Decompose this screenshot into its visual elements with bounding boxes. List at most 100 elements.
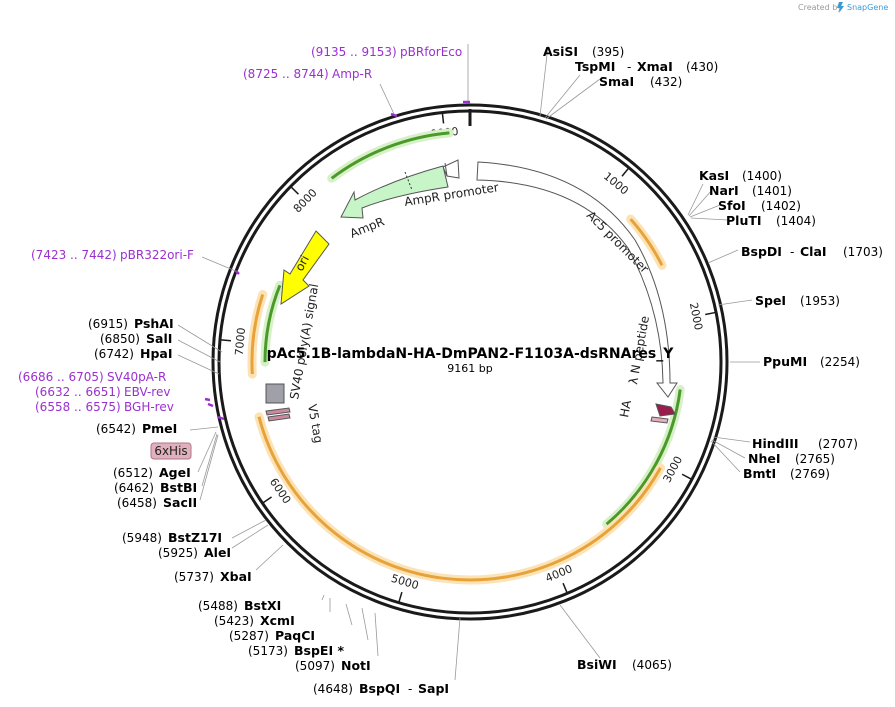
svg-text:(8725 .. 8744): (8725 .. 8744) bbox=[243, 67, 329, 81]
site-alei[interactable]: (5925)AleI bbox=[158, 545, 231, 560]
svg-text:BspDI: BspDI bbox=[741, 244, 782, 259]
site-bstxi[interactable]: (5488)BstXI bbox=[198, 598, 281, 613]
leader-line bbox=[687, 183, 704, 216]
site-tspmi-xmai[interactable]: TspMI-XmaI(430) bbox=[575, 59, 718, 74]
leader-line bbox=[717, 299, 753, 306]
svg-text:(6542): (6542) bbox=[96, 422, 136, 436]
primer-sv40pa-r[interactable]: (6686 .. 6705) SV40pA-R bbox=[18, 370, 166, 384]
sv40-polya-box[interactable] bbox=[265, 383, 285, 404]
site-spei[interactable]: SpeI(1953) bbox=[755, 293, 840, 308]
tick-label: 1000 bbox=[601, 170, 631, 198]
site-smai[interactable]: SmaI(432) bbox=[599, 74, 682, 89]
site-sacii[interactable]: (6458)SacII bbox=[117, 495, 197, 510]
site-sfoi[interactable]: SfoI(1402) bbox=[718, 198, 801, 213]
svg-text:(5097): (5097) bbox=[295, 659, 335, 673]
site-bstbi[interactable]: (6462) BstBI bbox=[114, 480, 197, 495]
backbone-outer bbox=[211, 103, 729, 621]
svg-text:ClaI: ClaI bbox=[800, 244, 827, 259]
site-pluti[interactable]: PluTI(1404) bbox=[726, 213, 816, 228]
svg-text:pBR322ori-F: pBR322ori-F bbox=[120, 248, 194, 262]
svg-text:PaqCI: PaqCI bbox=[275, 628, 315, 643]
svg-text:BstBI: BstBI bbox=[160, 480, 197, 495]
svg-text:(5423): (5423) bbox=[214, 614, 254, 628]
site-bspei[interactable]: (5173)BspEI * bbox=[248, 643, 344, 658]
ori-arrow[interactable] bbox=[280, 230, 330, 305]
svg-text:PluTI: PluTI bbox=[726, 213, 762, 228]
svg-text:(6742): (6742) bbox=[94, 347, 134, 361]
ha-label: HA bbox=[617, 398, 634, 418]
orf-arc-bottom[interactable] bbox=[257, 416, 662, 582]
site-xbai[interactable]: (5737)XbaI bbox=[174, 569, 252, 584]
leader-line bbox=[545, 78, 601, 120]
svg-text:(6915): (6915) bbox=[88, 317, 128, 331]
primer-pbrforeco[interactable]: (9135 .. 9153) pBRforEco bbox=[311, 45, 462, 59]
primer-ebv-rev[interactable]: (6632 .. 6651) EBV-rev bbox=[35, 385, 170, 399]
svg-text:AgeI: AgeI bbox=[159, 465, 191, 480]
leader-line bbox=[711, 439, 746, 459]
site-sali[interactable]: (6850)SalI bbox=[100, 331, 172, 346]
leader-line bbox=[201, 433, 218, 487]
primer-pbr322ori-f[interactable]: (7423 .. 7442) pBR322ori-F bbox=[31, 248, 194, 262]
svg-text:(6686 .. 6705): (6686 .. 6705) bbox=[18, 370, 104, 384]
svg-text:-: - bbox=[790, 245, 794, 259]
ac5-promoter-arrow[interactable] bbox=[476, 161, 678, 398]
svg-text:(1401): (1401) bbox=[752, 184, 792, 198]
site-hpai[interactable]: (6742)HpaI bbox=[94, 346, 173, 361]
primer-mark bbox=[217, 415, 225, 421]
svg-text:SacII: SacII bbox=[163, 495, 197, 510]
svg-text:(5737): (5737) bbox=[174, 570, 214, 584]
orf-arc-right-top[interactable] bbox=[629, 218, 664, 266]
site-bspqi-sapi[interactable]: (4648)BspQI-SapI bbox=[313, 681, 449, 696]
orf-arc-left-orange[interactable] bbox=[250, 294, 265, 375]
leader-line bbox=[231, 524, 269, 549]
v5-tag-arrow[interactable] bbox=[265, 407, 291, 422]
site-xcmi[interactable]: (5423)XcmI bbox=[214, 613, 295, 628]
svg-text:(1953): (1953) bbox=[800, 294, 840, 308]
orf-arc-top-green[interactable] bbox=[330, 131, 450, 180]
svg-text:BGH-rev: BGH-rev bbox=[124, 400, 174, 414]
primer-mark bbox=[390, 112, 398, 118]
svg-text:(5287): (5287) bbox=[229, 629, 269, 643]
site-pmei[interactable]: (6542) PmeI bbox=[96, 421, 177, 436]
feature-arcs bbox=[247, 128, 685, 585]
site-pshai[interactable]: (6915)PshAI bbox=[88, 316, 174, 331]
primer-bgh-rev[interactable]: (6558 .. 6575) BGH-rev bbox=[35, 400, 174, 414]
site-agei[interactable]: (6512)AgeI bbox=[113, 465, 191, 480]
site-bmti[interactable]: BmtI(2769) bbox=[743, 466, 830, 481]
lambda-n-peptide-arrow[interactable] bbox=[655, 403, 676, 417]
svg-text:pBRforEco: pBRforEco bbox=[400, 45, 462, 59]
leader-line bbox=[379, 83, 395, 115]
svg-text:XmaI: XmaI bbox=[637, 59, 673, 74]
site-nari[interactable]: NarI(1401) bbox=[709, 183, 792, 198]
site-asisi[interactable]: AsiSI(395) bbox=[543, 44, 624, 59]
svg-text:(1402): (1402) bbox=[761, 199, 801, 213]
leader-line bbox=[539, 45, 549, 117]
orf-arc-right-green[interactable] bbox=[605, 389, 682, 526]
ha-tag-arrow[interactable] bbox=[650, 416, 669, 424]
6xhis-box[interactable] bbox=[150, 442, 192, 460]
primer-amp-r[interactable]: (8725 .. 8744) Amp-R bbox=[243, 67, 372, 81]
orf-arc-left-green[interactable] bbox=[263, 284, 282, 363]
svg-text:BstZ17I: BstZ17I bbox=[168, 530, 222, 545]
leader-line bbox=[707, 249, 739, 264]
leader-line bbox=[559, 604, 601, 659]
leader-line bbox=[345, 603, 353, 626]
site-nhei[interactable]: NheI(2765) bbox=[748, 451, 835, 466]
site-ppumi[interactable]: PpuMI(2254) bbox=[763, 354, 860, 369]
site-kasi[interactable]: KasI(1400) bbox=[699, 168, 782, 183]
site-bspdi-clai[interactable]: BspDI-ClaI(1703) bbox=[741, 244, 883, 259]
svg-text:(6462): (6462) bbox=[114, 481, 154, 495]
tick-mark bbox=[441, 113, 445, 124]
credit-brand: SnapGene bbox=[847, 3, 888, 12]
leader-line bbox=[710, 440, 741, 473]
svg-text:PmeI: PmeI bbox=[142, 421, 177, 436]
site-noti[interactable]: (5097)NotI bbox=[295, 658, 371, 673]
site-bsiwi[interactable]: BsiWI(4065) bbox=[577, 657, 672, 672]
site-paqci[interactable]: (5287) PaqCI bbox=[229, 628, 315, 643]
site-bstz17i[interactable]: (5948)BstZ17I bbox=[122, 530, 222, 545]
site-hindiii[interactable]: HindIII(2707) bbox=[752, 436, 858, 451]
svg-text:(2765): (2765) bbox=[795, 452, 835, 466]
svg-text:(2769): (2769) bbox=[790, 467, 830, 481]
svg-text:-: - bbox=[408, 682, 412, 696]
ampr-arrow[interactable] bbox=[340, 165, 449, 219]
